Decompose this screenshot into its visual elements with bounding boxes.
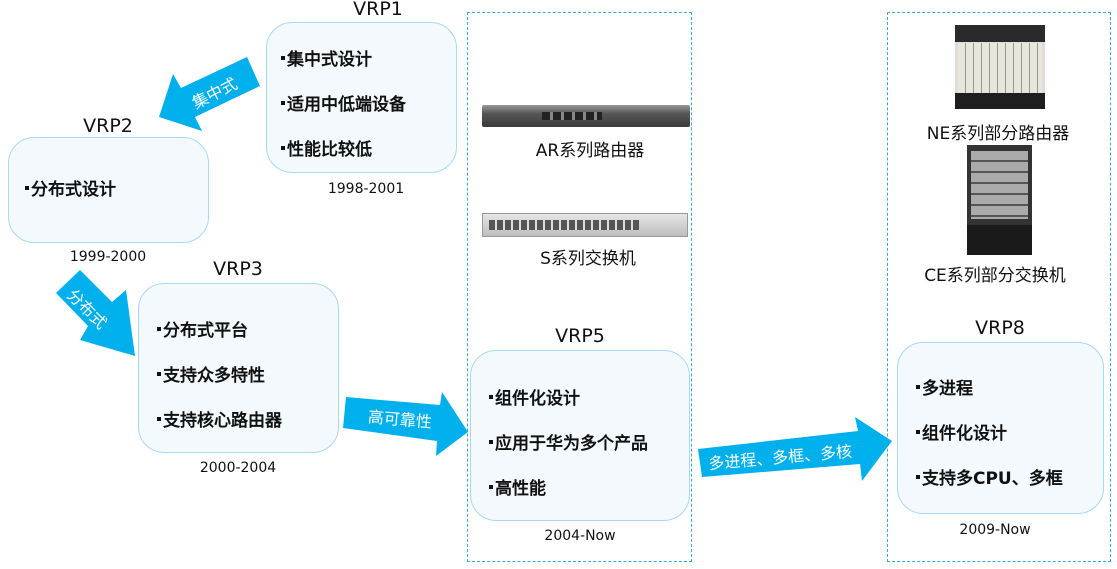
ne-router-image — [955, 25, 1045, 109]
feature-item: 支持众多特性 — [157, 354, 282, 399]
vrp8-box: 多进程 组件化设计 支持多CPU、多框 — [897, 342, 1104, 514]
arrow-multi-process — [698, 417, 892, 481]
vrp2-date: 1999-2000 — [69, 249, 147, 265]
vrp5-date: 2004-Now — [544, 528, 616, 544]
feature-item: 组件化设计 — [489, 377, 648, 422]
feature-item: 适用中低端设备 — [281, 83, 406, 128]
feature-item: 多进程 — [916, 367, 1063, 412]
feature-item: 分布式设计 — [25, 168, 116, 213]
feature-item: 应用于华为多个产品 — [489, 422, 648, 467]
feature-item: 支持核心路由器 — [157, 399, 282, 444]
vrp3-title: VRP3 — [213, 258, 263, 280]
vrp5-product-group — [467, 12, 692, 562]
vrp8-date: 2009-Now — [959, 522, 1031, 538]
feature-item: 支持多CPU、多框 — [916, 457, 1063, 502]
feature-item: 组件化设计 — [916, 412, 1063, 457]
ce-switch-image — [967, 145, 1032, 255]
ne-router-label: NE系列部分路由器 — [926, 124, 1070, 144]
arrow-centralized — [159, 57, 260, 131]
vrp3-date: 2000-2004 — [199, 460, 277, 476]
feature-item: 性能比较低 — [281, 128, 406, 173]
vrp8-title: VRP8 — [975, 317, 1025, 339]
feature-item: 集中式设计 — [281, 38, 406, 83]
vrp2-box: 分布式设计 — [8, 137, 209, 243]
s-switch-label: S系列交换机 — [540, 249, 636, 269]
vrp5-box: 组件化设计 应用于华为多个产品 高性能 — [470, 350, 690, 521]
vrp8-product-group — [887, 12, 1111, 562]
vrp1-title: VRP1 — [353, 0, 403, 20]
s-switch-image — [482, 213, 688, 237]
arrow-high-reliability — [343, 392, 468, 456]
vrp1-box: 集中式设计 适用中低端设备 性能比较低 — [266, 22, 457, 173]
ar-router-label: AR系列路由器 — [535, 141, 645, 161]
vrp5-title: VRP5 — [555, 325, 605, 347]
ce-switch-label: CE系列部分交换机 — [924, 266, 1066, 286]
feature-item: 分布式平台 — [157, 309, 282, 354]
vrp3-box: 分布式平台 支持众多特性 支持核心路由器 — [138, 283, 339, 453]
ar-router-image — [482, 105, 690, 127]
arrow-distributed — [56, 270, 135, 356]
vrp2-title: VRP2 — [83, 115, 133, 137]
vrp1-date: 1998-2001 — [327, 181, 405, 197]
feature-item: 高性能 — [489, 467, 648, 512]
